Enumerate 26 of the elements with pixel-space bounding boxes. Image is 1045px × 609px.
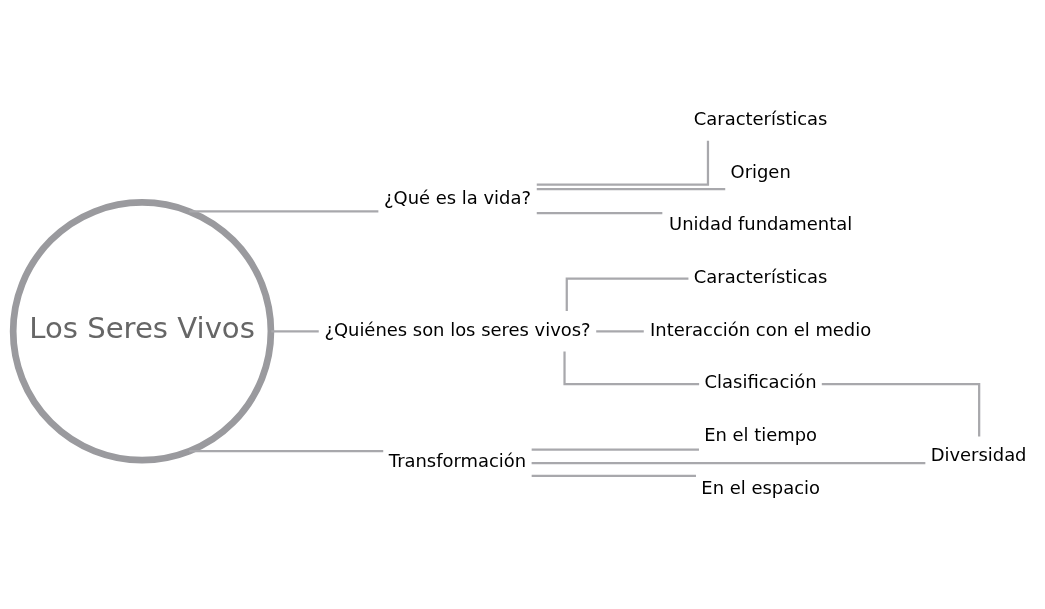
connector — [536, 211, 663, 214]
connector — [271, 329, 319, 332]
connector — [536, 140, 710, 186]
connector — [596, 329, 644, 332]
connector — [563, 351, 700, 385]
connector — [821, 382, 981, 437]
connector — [531, 447, 699, 451]
node-text: Interacción con el medio — [650, 318, 872, 340]
connector — [531, 474, 696, 477]
connector — [189, 449, 384, 452]
node-circle: Los Seres Vivos — [9, 198, 275, 464]
connector — [565, 277, 689, 311]
node-text: En el espacio — [701, 476, 820, 498]
node-text: Clasificación — [704, 370, 817, 392]
node-text: En el tiempo — [704, 423, 818, 445]
node-text: Transformación — [388, 449, 527, 471]
node-text: Diversidad — [930, 443, 1027, 465]
connector — [189, 209, 379, 213]
node-text: Unidad fundamental — [669, 212, 853, 234]
connector — [531, 461, 926, 464]
connector — [536, 187, 726, 190]
node-text: Características — [693, 265, 828, 287]
node-text: ¿Quiénes son los seres vivos? — [324, 318, 591, 340]
node-text: Características — [693, 107, 828, 129]
node-text: ¿Qué es la vida? — [384, 186, 531, 208]
node-text: Origen — [730, 160, 791, 182]
